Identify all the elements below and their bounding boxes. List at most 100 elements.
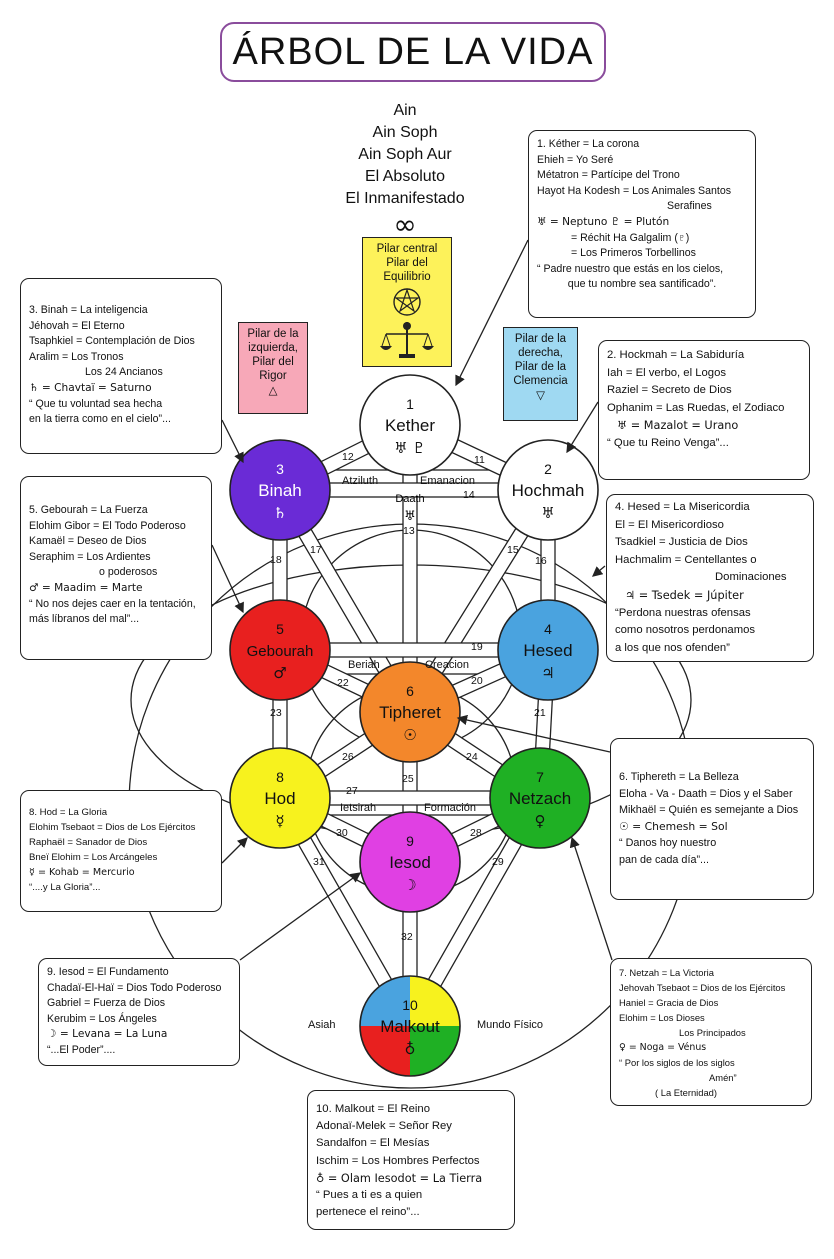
pillar-left: Pilar de la izquierda, Pilar del Rigor △ [238,322,308,414]
box-line: El = El Misericordioso [615,518,724,531]
sephira-name: Malkout [380,1017,440,1036]
ain-line: El Inmanifestado [345,190,465,207]
box-line: “ Que tu Reino Venga”... [607,436,729,449]
box-line: pertenece el reino”... [316,1206,420,1219]
sephira-circle [489,747,591,849]
arrow-hesed [592,565,606,577]
box-line: Ischim = Los Hombres Perfectos [316,1154,480,1167]
path-number: 31 [313,856,325,868]
pillar-central: Pilar central Pilar del Equilibrio [362,237,452,367]
box-line: 8. Hod = La Gloria [29,807,108,818]
path-number: 25 [402,773,414,785]
pentacle-scales-icon [380,288,434,358]
sephira-name: Binah [258,481,301,500]
box-line: ♃ = Tsedek = Júpiter [625,588,744,602]
arrow-kether [455,239,529,387]
water-triangle-icon: ▽ [536,388,545,402]
sephira-name: Hesed [523,641,572,660]
planet-symbol-icon: ♂ [273,664,286,682]
box-line: Adonaï-Melek = Señor Rey [316,1120,452,1133]
arrow-tiphereth [456,714,611,753]
path-number: 14 [463,489,475,501]
box-line: Aralim = Los Tronos [29,350,124,363]
planet-symbol-icon: ♁ [405,1040,416,1058]
pillar-central-line: Pilar central [376,243,438,255]
sephira-number: 3 [276,461,284,477]
box-line: ♀ = Noga = Vénus [619,1042,707,1053]
info-box-hockmah: 2. Hockmah = La Sabiduría Iah = El verbo… [598,340,810,480]
sephira-circle [359,661,461,763]
pillar-right-line: Pilar de la [514,333,567,345]
sephira-circle [229,439,331,541]
box-line: ( La Eternidad) [655,1087,718,1098]
box-line: “ Por los siglos de los siglos [619,1057,735,1068]
box-line: Tsaphkiel = Contemplación de Dios [29,335,195,348]
sephira-number: 4 [544,621,552,637]
path-number: 23 [270,707,282,719]
info-box-kether: 1. Kéther = La corona Ehieh = Yo Seré Mé… [528,130,756,318]
sephira-number: 2 [544,461,552,477]
sephira-name: Tipheret [379,703,441,722]
sephira-number: 10 [402,997,418,1013]
box-line: como nosotros perdonamos [615,624,756,637]
infinity-icon: ∞ [393,208,417,241]
box-line: Jéhovah = El Eterno [29,319,125,332]
pillar-left-line: Pilar del [252,356,294,368]
box-line: Elohim Tsebaot = Dios de Los Ejércitos [29,822,196,833]
box-line: “Perdona nuestras ofensas [615,606,751,619]
box-line: Haniel = Gracia de Dios [619,997,719,1008]
box-line: Jehovah Tsebaot = Dios de los Ejércitos [619,982,786,993]
planet-symbol-icon: ☽ [403,876,416,894]
world-ietsirah: Ietsirah [340,802,376,814]
box-line: Los 24 Ancianos [85,366,163,379]
ain-line: Ain [393,102,417,119]
box-line: ☿ = Kohab = Mercurio [29,867,135,878]
box-line: que tu nombre sea santificado”. [567,278,717,291]
box-line: Métatron = Partícipe del Trono [537,169,680,182]
sephira-name: Hochmah [512,481,585,500]
box-line: Hayot Ha Kodesh = Los Animales Santos [537,184,732,197]
path-number: 24 [466,751,478,763]
box-line: Raphaël = Sanador de Dios [29,837,148,848]
box-line: más líbranos del mal”... [29,613,140,626]
planet-symbol-icon: ☉ [403,726,416,744]
info-box-malkout: 10. Malkout = El Reino Adonaï-Melek = Se… [307,1090,515,1230]
box-line: Eloha - Va - Daath = Dios y el Saber [619,787,793,800]
box-line: Kerubim = Los Ángeles [47,1012,157,1025]
path-number: 11 [474,454,485,466]
path-number: 27 [346,785,358,797]
sephira-circle [359,975,461,1077]
path-number: 20 [471,675,483,687]
info-box-hod: 8. Hod = La Gloria Elohim Tsebaot = Dios… [20,790,222,912]
box-line: 6. Tiphereth = La Belleza [619,771,739,783]
sephira-circle [359,811,461,913]
path-number: 16 [535,555,547,567]
box-line: 1. Kéther = La corona [537,138,640,150]
box-line: Chadaï-El-Haï = Dios Todo Poderoso [47,981,222,994]
arrow-netzah [569,836,613,961]
box-line: “ Danos hoy nuestro [619,837,717,850]
info-box-tiphereth: 6. Tiphereth = La Belleza Eloha - Va - D… [610,738,814,900]
box-line: ♄ = Chavtaï = Saturno [29,381,152,394]
path-number: 26 [342,751,354,763]
box-line: ♂ = Maadim = Marte [29,581,143,594]
pillar-central-line: Equilibrio [383,271,431,283]
arrow-iesod [239,872,362,961]
box-line: Iah = El verbo, el Logos [607,366,727,379]
ain-line: El Absoluto [364,168,446,185]
box-line: 3. Binah = La inteligencia [29,304,148,316]
sephira-name: Hod [264,789,295,808]
planet-symbol-icon: ♅ [541,504,554,522]
box-line: Gabriel = Fuerza de Dios [47,997,166,1009]
box-line: “ Que tu voluntad sea hecha [29,397,163,410]
box-line: o poderosos [99,566,158,579]
